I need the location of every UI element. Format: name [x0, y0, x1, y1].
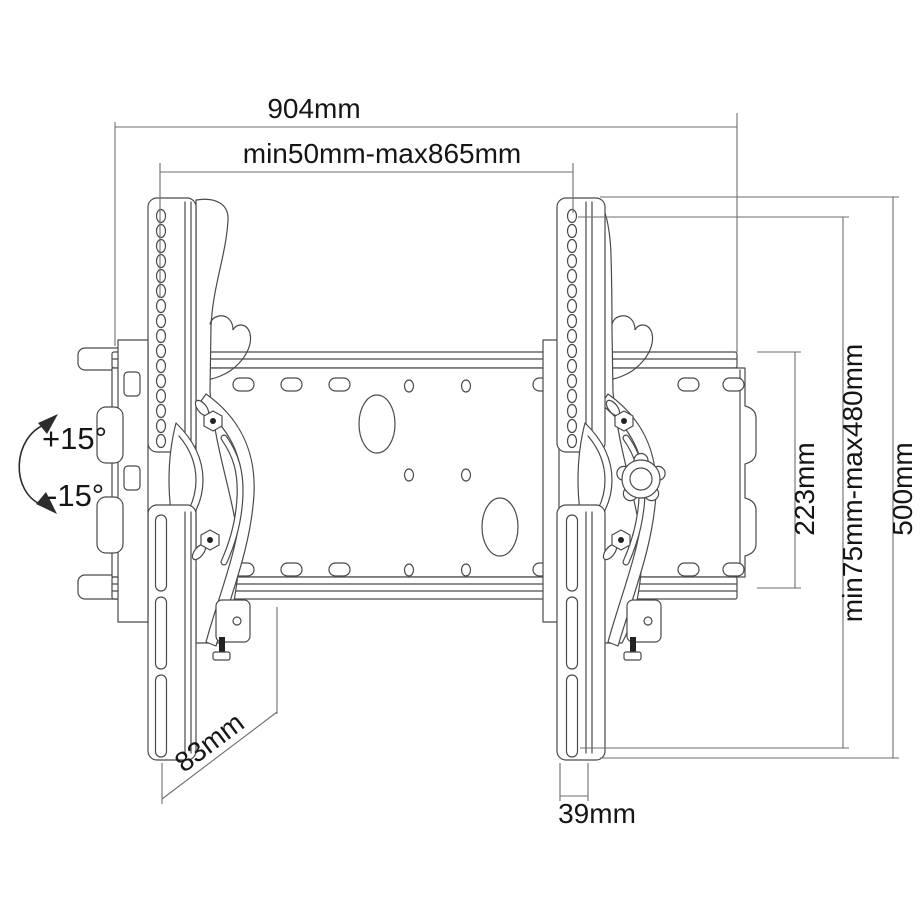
tilt-arrow-down-icon [36, 492, 57, 514]
right-bottom-bolt [602, 529, 631, 561]
tilt-arrow-up-icon [38, 414, 58, 434]
tilt-arc [18, 423, 47, 506]
left-top-bolt [194, 399, 223, 432]
tilt-down-label: -15° [47, 478, 104, 513]
left-profile-bump-lower [96, 496, 124, 554]
plate-large-hole-lower [481, 497, 519, 557]
right-rail-hook [611, 315, 654, 380]
left-rail-hook [209, 315, 252, 380]
dim-vesa-vertical-label: min75mm-max480mm [837, 344, 868, 623]
dim-plate-width: 904mm [114, 93, 738, 352]
dim-plate-height-label: 223mm [789, 442, 820, 535]
left-strip-slots [154, 514, 168, 758]
dim-plate-width-label: 904mm [267, 93, 360, 124]
dim-vesa-vertical: min75mm-max480mm [578, 216, 868, 749]
dim-bracket-spacing-label: min50mm-max865mm [243, 138, 522, 169]
right-lock-screw [630, 637, 636, 654]
left-bottom-bolt [191, 529, 220, 561]
right-strip-slots [565, 514, 579, 758]
dim-bracket-height-label: 500mm [887, 442, 918, 535]
right-bracket [542, 197, 666, 761]
plate-large-hole-upper [358, 394, 396, 454]
plate-small-holes [403, 379, 472, 577]
right-lower-strip [556, 504, 606, 761]
dim-plate-height: 223mm [757, 351, 820, 589]
left-profile-bump-upper [96, 406, 124, 464]
right-top-bolt [605, 399, 634, 432]
left-bracket [96, 197, 255, 761]
dim-bracket-spacing: min50mm-max865mm [159, 138, 574, 298]
dim-bracket-width: 39mm [558, 763, 636, 829]
dim-bracket-height: 500mm [600, 196, 918, 759]
tilt-annotation: +15° -15° [18, 414, 107, 514]
left-vesa-holes [155, 208, 167, 449]
dim-bracket-width-label: 39mm [558, 798, 636, 829]
right-vesa-holes [566, 208, 578, 449]
left-lock-screw [219, 637, 225, 654]
tilt-knob [616, 452, 666, 502]
right-upper-strip [556, 197, 606, 453]
left-upper-strip [147, 197, 197, 453]
tilt-up-label: +15° [42, 421, 107, 456]
right-profile-bar [542, 339, 560, 623]
